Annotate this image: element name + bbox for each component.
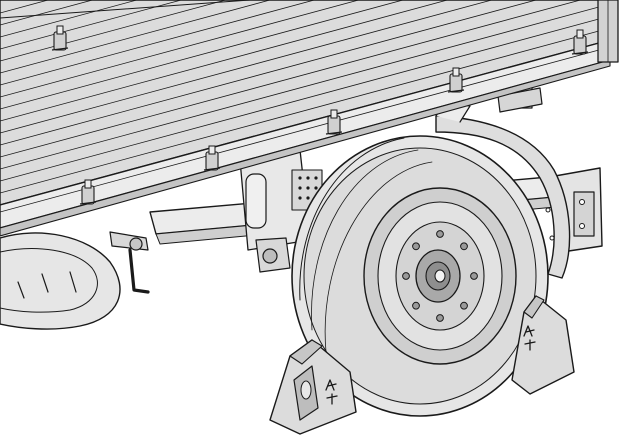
deck-plank-line <box>0 0 610 86</box>
rear-wheel <box>0 232 121 330</box>
deck-plank-line <box>0 0 610 38</box>
deck-plank-line <box>0 0 610 98</box>
deck-plank-line <box>0 0 610 122</box>
lug-nut <box>460 242 468 251</box>
deck-plank-line <box>0 0 610 74</box>
lug-nut <box>412 242 420 251</box>
lug-nut <box>402 272 410 280</box>
wheel-chock-logo-icon <box>523 325 536 351</box>
side-board-clamp <box>203 145 221 171</box>
side-board-clamp <box>79 179 97 205</box>
wheel-chock-front <box>269 339 357 435</box>
lug-nut <box>436 314 444 322</box>
deck-plank-line <box>0 0 610 134</box>
side-board-clamp <box>325 109 343 135</box>
deck-plank-line <box>0 0 610 110</box>
lug-nut <box>436 230 444 238</box>
deck-plank-line <box>0 0 610 50</box>
deck-plank-line <box>0 0 610 158</box>
side-board-clamp <box>51 25 69 51</box>
deck-plank-line <box>0 27 610 194</box>
wheel-chock-rear <box>511 295 575 395</box>
deck-planks <box>0 0 610 194</box>
deck-plank-line <box>0 0 610 146</box>
wheel-lug-nuts <box>402 230 478 322</box>
lug-nut <box>470 272 478 280</box>
lug-nut <box>460 301 468 310</box>
side-board-clamps <box>51 25 589 205</box>
side-board-clamp <box>447 67 465 93</box>
lug-nut <box>412 301 420 310</box>
wheel-chock-logo-icon <box>325 379 338 405</box>
deck-plank-line <box>0 3 610 170</box>
front-wheel <box>291 135 549 417</box>
deck-plank-line <box>0 0 610 62</box>
deck-plank-line <box>0 15 610 182</box>
side-board-clamp <box>571 29 589 55</box>
